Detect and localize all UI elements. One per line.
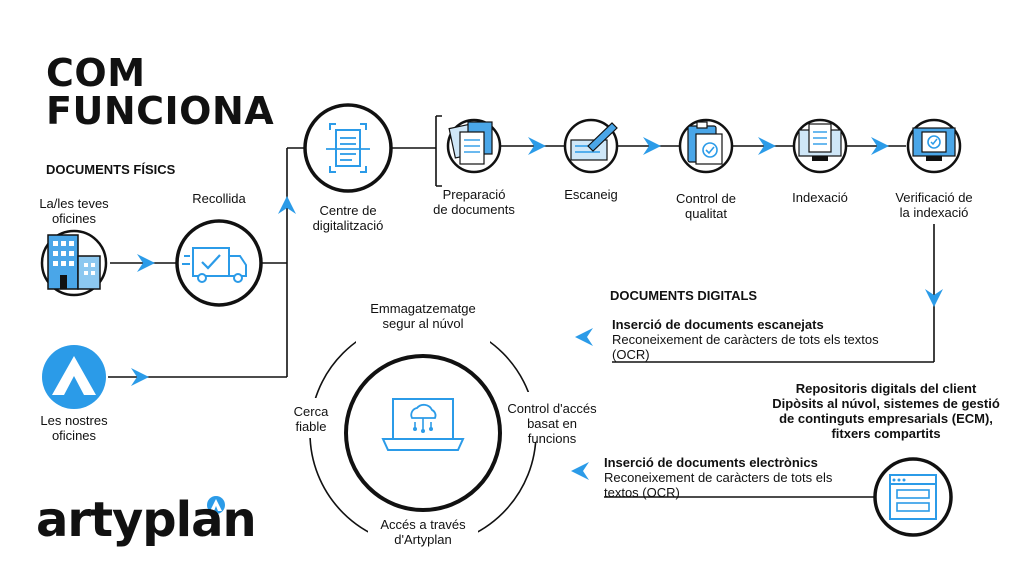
electronic-insertion-title: Inserció de documents electrònics: [604, 455, 818, 470]
cloud-laptop-icon: [381, 398, 465, 451]
node-label-document-prep: Preparació de documents: [433, 187, 515, 217]
section-digital-documents: DOCUMENTS DIGITALS: [610, 288, 758, 303]
cycle-label-secure-storage: Emmagatzematge segur al núvol: [370, 301, 476, 331]
section-physical-documents: DOCUMENTS FÍSICS: [46, 162, 176, 177]
digitization-center-icon: [303, 103, 393, 193]
cloud-cycle: [280, 318, 580, 552]
indexing-icon: [792, 118, 848, 174]
node-label-your-offices: La/les teves oficines: [39, 196, 109, 226]
artyplan-office-icon: [42, 345, 106, 409]
scan-icon: [563, 118, 619, 174]
node-label-quality-control: Control de qualitat: [676, 191, 736, 221]
electronic-insertion-desc: Reconeixement de caràcters de tots els t…: [604, 470, 833, 500]
node-label-indexing: Indexació: [792, 190, 848, 205]
artyplan-logo-mark-icon: [207, 496, 225, 514]
truck-icon: [175, 219, 263, 307]
arrow-icon: [575, 328, 593, 346]
scanned-insertion-desc: Reconeixement de caràcters de tots els t…: [612, 332, 879, 362]
arrow-icon: [571, 462, 589, 480]
cycle-label-access-control: Control d'accés basat en funcions: [507, 401, 597, 446]
electronic-documents-icon: [873, 457, 953, 537]
node-label-our-offices: Les nostres oficines: [40, 413, 108, 443]
client-repositories-text: Repositoris digitals del client Dipòsits…: [772, 381, 1000, 441]
document-prep-icon: [446, 118, 502, 174]
node-label-scan: Escaneig: [564, 187, 618, 202]
page-title: COM FUNCIONA: [46, 51, 275, 133]
node-label-digitization-center: Centre de digitalització: [312, 203, 384, 233]
quality-control-icon: [678, 118, 734, 174]
cycle-label-reliable-search: Cerca fiable: [293, 404, 329, 434]
cycle-label-access-artyplan: Accés a través d'Artyplan: [380, 517, 466, 547]
node-label-pickup: Recollida: [192, 191, 246, 206]
scanned-insertion-title: Inserció de documents escanejats: [612, 317, 824, 332]
connector-lines: [108, 115, 935, 498]
node-label-index-verification: Verificació de la indexació: [895, 190, 973, 220]
index-verification-icon: [906, 118, 962, 174]
artyplan-logo: artyplan: [36, 492, 257, 548]
office-yours-icon: [40, 229, 108, 297]
